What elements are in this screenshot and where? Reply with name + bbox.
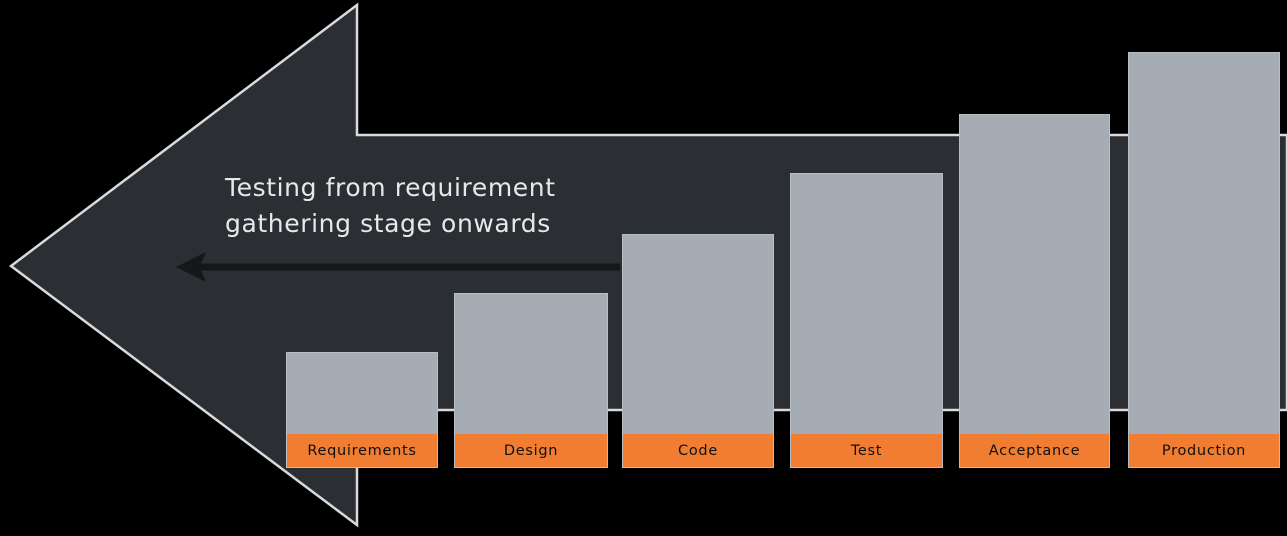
stage-bar-label: Production — [1161, 442, 1247, 459]
stage-bar-label: Code — [678, 442, 718, 459]
stage-bar-label: Test — [850, 442, 883, 459]
stage-bar-test[interactable]: Test — [790, 173, 943, 468]
stage-bar-fill: Test — [791, 434, 942, 467]
stage-bar-fill: Requirements — [287, 434, 437, 467]
stage-bar-requirements[interactable]: Requirements — [286, 352, 438, 468]
shift-left-arrow-head-icon — [176, 252, 206, 282]
stage-bar-acceptance[interactable]: Acceptance — [959, 114, 1110, 468]
stage-bar-label: Requirements — [307, 442, 417, 459]
stage-bar-label: Acceptance — [988, 442, 1081, 459]
shift-left-arrow — [176, 252, 620, 282]
stage-bar-fill: Acceptance — [960, 434, 1109, 467]
stage-bar-code[interactable]: Code — [622, 234, 774, 468]
stage-bar-design[interactable]: Design — [454, 293, 608, 468]
stage-bar-label: Design — [503, 442, 559, 459]
stage-bar-fill: Code — [623, 434, 773, 467]
stage-bar-fill: Production — [1129, 434, 1279, 467]
stage-bar-production[interactable]: Production — [1128, 52, 1280, 468]
stage-bar-fill: Design — [455, 434, 607, 467]
